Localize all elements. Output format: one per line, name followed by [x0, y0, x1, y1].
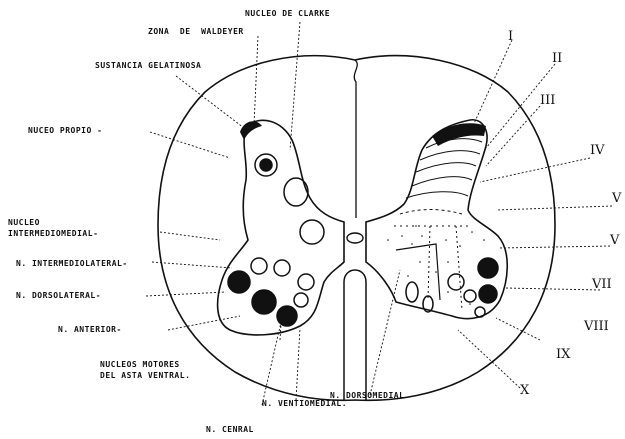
- label-n-anterior: N. ANTERIOR-: [58, 324, 122, 335]
- lamina-label-iv: IV: [590, 144, 605, 158]
- label-zona-waldeyer: ZONA DE WALDEYER: [148, 26, 244, 37]
- posterior-median-septum: [354, 60, 357, 218]
- lamina-label-viii: VIII: [584, 320, 609, 334]
- left-dorsal-cap: [240, 121, 262, 140]
- label-nucleos-motores: NUCLEOS MOTORES DEL ASTA VENTRAL.: [100, 359, 190, 381]
- label-n-central: N. CENRAL: [206, 424, 254, 435]
- left-nuclei: [228, 154, 324, 326]
- central-canal: [347, 233, 363, 243]
- label-nucleo-clarke: NUCLEO DE CLARKE: [245, 8, 330, 19]
- label-n-dorsolateral: N. DORSOLATERAL-: [16, 290, 101, 301]
- right-stipple: [387, 225, 485, 305]
- label-sustancia-gelatinosa: SUSTANCIA GELATINOSA: [95, 60, 201, 71]
- label-nucleo-intermediomedial: NUCLEO INTERMEDIOMEDIAL-: [8, 217, 98, 239]
- leader-lines: [146, 22, 612, 405]
- lamina-label-x: X: [520, 384, 529, 398]
- lamina-label-v-2: V: [610, 234, 619, 248]
- lamina-label-iii: III: [540, 94, 555, 108]
- left-gray-matter: [218, 120, 344, 335]
- lamina-label-ix: IX: [556, 348, 570, 362]
- lamina-label-ii: II: [552, 52, 562, 66]
- anterior-median-fissure: [344, 270, 366, 400]
- lamina-label-v-1: V: [612, 192, 621, 206]
- label-n-intermediolateral: N. INTERMEDIOLATERAL-: [16, 258, 128, 269]
- label-nucleo-propio: NUCEO PROPIO -: [28, 125, 102, 136]
- lamina-label-vii: VII: [592, 278, 612, 292]
- lamina-label-i: I: [508, 30, 513, 44]
- label-n-dorsomedial: N. DORSOMEDIAL: [330, 390, 404, 401]
- right-laminae-bands: [394, 139, 482, 310]
